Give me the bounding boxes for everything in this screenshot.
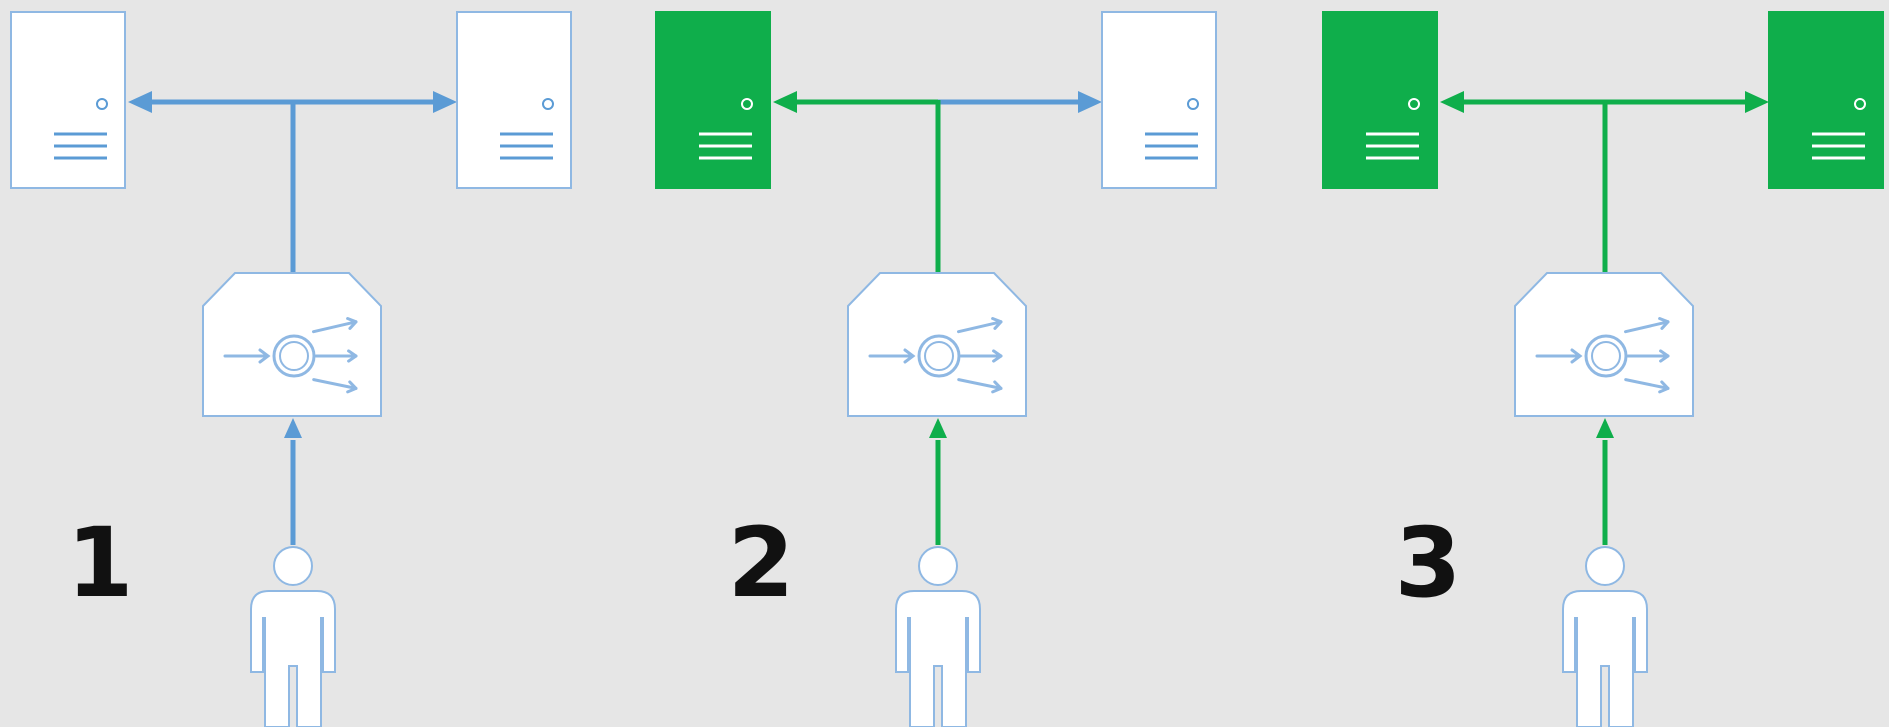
right-server [1768, 11, 1884, 189]
balancer-outgoing-arrowhead [1659, 349, 1670, 363]
user-head [1585, 546, 1625, 586]
left-server [10, 11, 126, 189]
balancer-incoming-arrow [1535, 348, 1583, 364]
server-icon [1768, 11, 1884, 189]
balancer-hub [272, 334, 316, 378]
balancer-outgoing-arrowhead [1658, 380, 1670, 394]
balancer-outgoing-arrow [956, 320, 1003, 334]
server-power-led [542, 98, 554, 110]
left-arrowhead [128, 91, 152, 113]
load-balancer-icon [847, 272, 1027, 417]
server-icon [456, 11, 572, 189]
user-arrowhead [929, 418, 947, 438]
balancer-incoming-arrow [223, 348, 271, 364]
balancer-outgoing-arrowhead [991, 380, 1003, 394]
user-icon [1562, 546, 1648, 727]
user-body [250, 590, 336, 727]
user-body [1562, 590, 1648, 727]
balancer-outgoing-arrow [1624, 378, 1670, 390]
left-arrowhead [773, 91, 797, 113]
server-icon [1101, 11, 1217, 189]
left-server [655, 11, 771, 189]
balancer-outgoing-arrow [957, 378, 1003, 390]
server-icon [1322, 11, 1438, 189]
user-icon [250, 546, 336, 727]
balancer-hub-inner [924, 341, 954, 371]
load-balancer [1514, 272, 1694, 417]
server-icon [10, 11, 126, 189]
user-arrowhead [1596, 418, 1614, 438]
user-body [895, 590, 981, 727]
balancer-incoming-arrow [868, 348, 916, 364]
user-head [918, 546, 958, 586]
server-power-led [1408, 98, 1420, 110]
panels: 1 2 3 [10, 11, 1884, 727]
user-icon [895, 546, 981, 727]
user-head [273, 546, 313, 586]
right-server [456, 11, 572, 189]
right-server [1101, 11, 1217, 189]
balancer-outgoing-arrow [312, 378, 358, 390]
step-number: 2 [728, 507, 795, 619]
balancer-outgoing-arrow [1624, 320, 1670, 334]
balancer-hub [917, 334, 961, 378]
server-power-led [1187, 98, 1199, 110]
right-arrowhead [433, 91, 457, 113]
server-power-led [741, 98, 753, 110]
right-arrowhead [1078, 91, 1102, 113]
balancer-outgoing-arrowhead [992, 349, 1003, 363]
panel-1: 1 [10, 11, 572, 727]
load-balancer [202, 272, 382, 417]
left-arrowhead [1440, 91, 1464, 113]
load-balancer-icon [202, 272, 382, 417]
user-arrowhead [284, 418, 302, 438]
balancer-outgoing-arrowhead [1658, 317, 1670, 330]
load-balancer [847, 272, 1027, 417]
step-number: 3 [1395, 507, 1462, 619]
balancer-hub-inner [1591, 341, 1621, 371]
balancer-outgoing-arrowhead [991, 317, 1003, 330]
server-icon [655, 11, 771, 189]
balancer-outgoing-arrowhead [346, 317, 358, 330]
left-server [1322, 11, 1438, 189]
panel-3: 3 [1322, 11, 1884, 727]
panel-2: 2 [655, 11, 1217, 727]
server-power-led [96, 98, 108, 110]
balancer-hub-inner [279, 341, 309, 371]
balancer-outgoing-arrow [311, 320, 358, 334]
balancer-hub [1584, 334, 1628, 378]
step-number: 1 [67, 507, 134, 619]
load-balancer-icon [1514, 272, 1694, 417]
server-power-led [1854, 98, 1866, 110]
balancer-outgoing-arrowhead [347, 349, 358, 363]
right-arrowhead [1745, 91, 1769, 113]
balancer-outgoing-arrowhead [346, 380, 358, 394]
